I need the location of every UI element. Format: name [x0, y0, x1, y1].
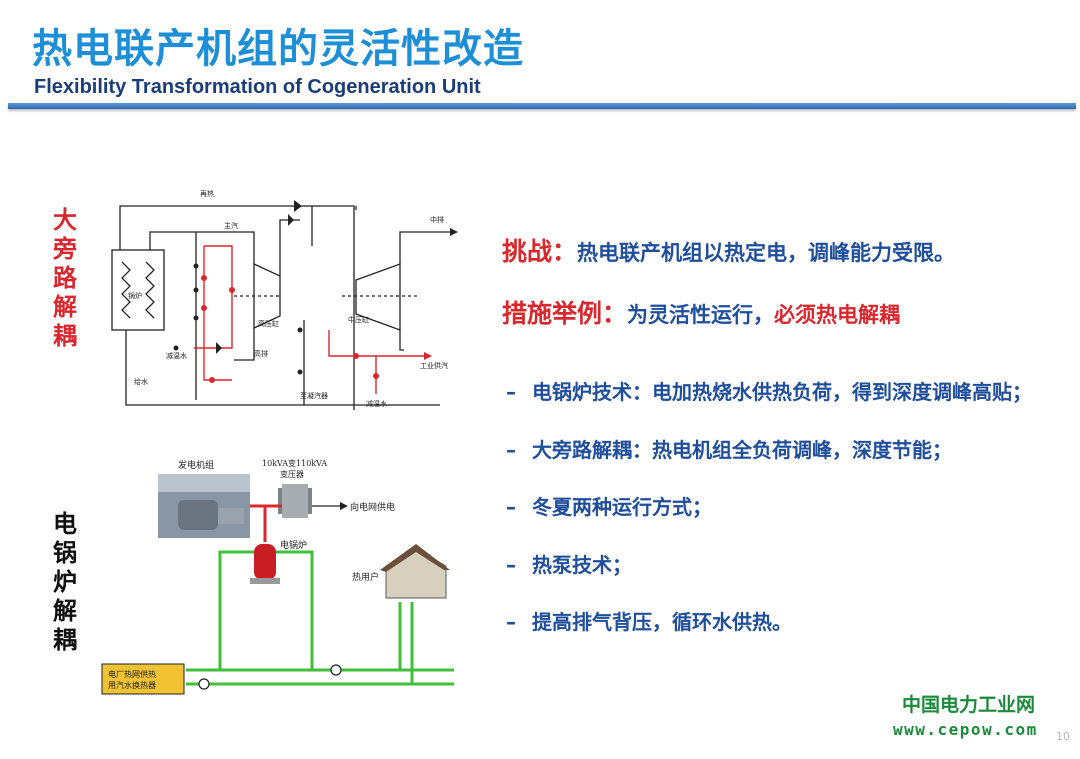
- slide-subtitle: Flexibility Transformation of Cogenerati…: [34, 76, 481, 98]
- bullet-text: 冬夏两种运行方式；: [532, 495, 712, 519]
- label-hp-cylinder: 高压缸: [258, 319, 279, 328]
- list-item: –提高排气背压，循环水供热。: [506, 606, 1032, 664]
- label-ip-cylinder: 中压缸: [348, 315, 369, 324]
- label-boiler: 锅炉: [128, 291, 142, 300]
- transformer-line-2: 变压器: [280, 469, 304, 479]
- label-heat-user: 热用户: [352, 571, 379, 583]
- label-generator: 发电机组: [178, 459, 214, 471]
- bullet-marker: –: [506, 495, 516, 519]
- vertical-char: 大: [53, 206, 77, 234]
- label-electric-boiler: 电锅炉: [280, 539, 307, 551]
- label-high-exhaust: 高排: [254, 349, 268, 358]
- bullet-marker: –: [506, 610, 516, 634]
- challenge-label: 挑战：: [502, 237, 578, 266]
- label-mid-exhaust: 中排: [430, 215, 444, 224]
- label-to-grid: 向电网供电: [350, 501, 395, 513]
- bullet-marker: –: [506, 437, 516, 462]
- hp-turbine: [253, 262, 281, 330]
- vertical-char: 解: [53, 597, 77, 625]
- label-bypass: 再热: [200, 189, 214, 198]
- bullet-text: 提高排气背压，循环水供热。: [532, 610, 792, 634]
- measures-text: 为灵活性运行，: [627, 303, 775, 327]
- electric-boiler-decoupling-label: 电 锅 炉 解 耦: [50, 510, 80, 655]
- page-number: 10: [1056, 730, 1070, 743]
- electric-boiler-icon: [254, 544, 276, 580]
- vertical-char: 路: [53, 264, 77, 292]
- house-icon: [385, 549, 447, 599]
- challenge-text: 热电联产机组以热定电，调峰能力受限。: [577, 241, 956, 265]
- label-desuperheat-water: 减温水: [166, 351, 187, 360]
- title-divider: [8, 103, 1076, 109]
- bypass-decoupling-label: 大 旁 路 解 耦: [50, 206, 80, 351]
- vertical-char: 锅: [53, 539, 77, 567]
- vertical-char: 电: [53, 510, 77, 538]
- label-industrial-steam: 工业供汽: [420, 361, 448, 370]
- label-feed-water: 给水: [134, 377, 148, 386]
- exchanger-line-2: 用汽水换热器: [108, 680, 156, 690]
- list-item: –冬夏两种运行方式；: [506, 491, 1032, 549]
- watermark-title: 中国电力工业网: [902, 694, 1036, 716]
- measures-line: 措施举例：为灵活性运行，必须热电解耦: [502, 294, 900, 330]
- list-item: –热泵技术；: [506, 549, 1032, 607]
- bullet-marker: –: [506, 380, 516, 404]
- boiler-box: [111, 249, 165, 331]
- label-to-condenser: 至凝汽器: [300, 391, 328, 400]
- vertical-char: 解: [53, 293, 77, 321]
- challenge-line: 挑战：热电联产机组以热定电，调峰能力受限。: [502, 232, 955, 268]
- exchanger-line-1: 电厂热网供热: [108, 669, 156, 679]
- measures-emphasis: 必须热电解耦: [774, 303, 901, 327]
- label-main-steam: 主汽: [224, 221, 238, 230]
- list-item: –电锅炉技术：电加热烧水供热负荷，得到深度调峰高贴；: [506, 376, 1032, 434]
- bullet-text: 大旁路解耦：热电机组全负荷调峰，深度节能；: [532, 437, 952, 462]
- pump-icon: [330, 664, 342, 676]
- label-transformer: 10kVA变110kVA 变压器: [262, 458, 330, 479]
- label-desuperheat-water-2: 减温水: [366, 399, 387, 408]
- measures-list: –电锅炉技术：电加热烧水供热负荷，得到深度调峰高贴； –大旁路解耦：热电机组全负…: [506, 376, 1032, 664]
- transformer-line-1: 10kVA变110kVA: [262, 458, 327, 468]
- list-item: –大旁路解耦：热电机组全负荷调峰，深度节能；: [506, 434, 1032, 492]
- electric-boiler-diagram: 发电机组 10kVA变110kVA 变压器 向电网供电 电锅炉 热用户 电厂热网…: [101, 458, 454, 695]
- bullet-text: 电锅炉技术：电加热烧水供热负荷，得到深度调峰高贴；: [532, 380, 1032, 404]
- measures-label: 措施举例：: [502, 299, 628, 328]
- heat-exchanger-box: [101, 663, 185, 695]
- vertical-char: 旁: [53, 235, 77, 263]
- slide-title: 热电联产机组的灵活性改造: [32, 26, 524, 72]
- label-exchanger: 电厂热网供热 用汽水换热器: [108, 669, 159, 690]
- watermark-url: www.cepow.com: [893, 720, 1038, 739]
- bullet-text: 热泵技术；: [532, 552, 632, 577]
- vertical-char: 耦: [53, 322, 77, 350]
- transformer-icon: [282, 484, 308, 518]
- vertical-char: 耦: [53, 626, 77, 654]
- bypass-system-diagram: 再热 主汽 锅炉 减温水 给水 高压缸 高排 中压缸 中排 工业供汽 减温水 至…: [111, 189, 458, 410]
- vertical-char: 炉: [53, 568, 77, 596]
- pump-icon: [198, 678, 210, 690]
- bullet-marker: –: [506, 552, 516, 577]
